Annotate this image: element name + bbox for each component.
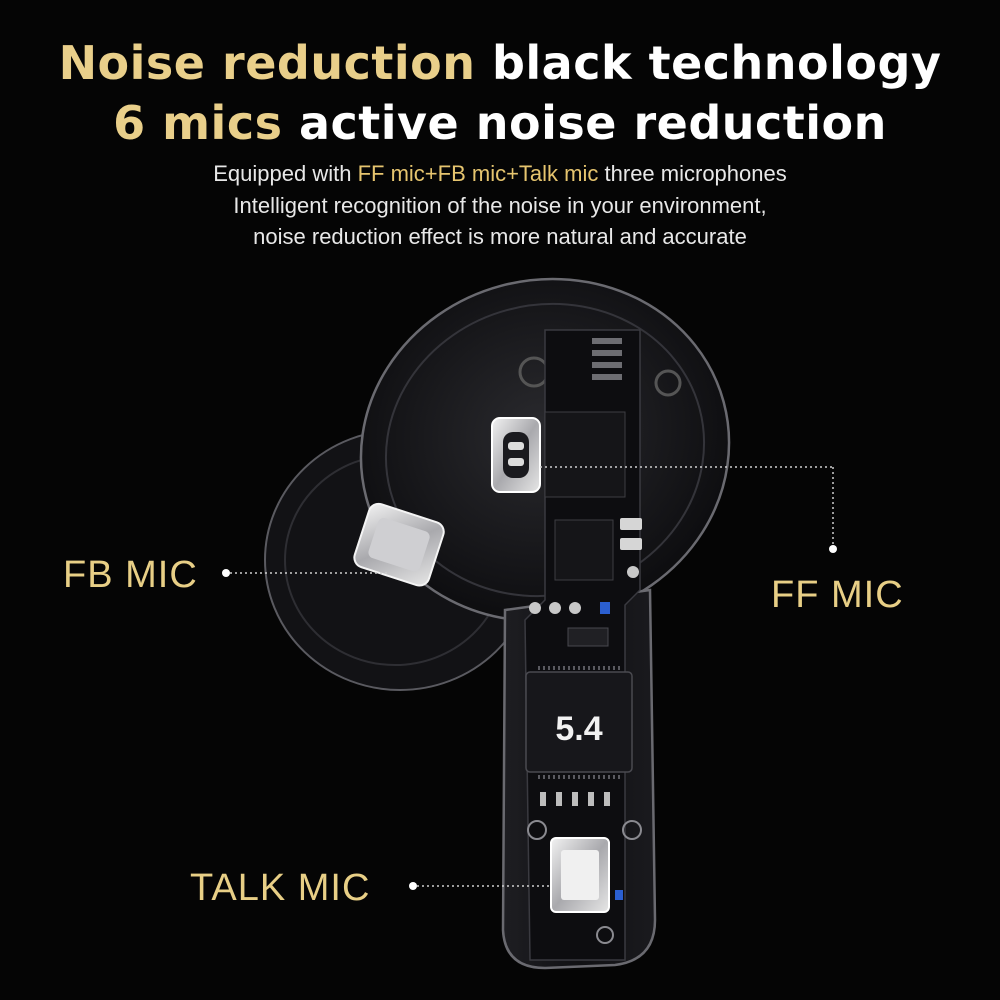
lower-components	[527, 792, 642, 944]
fb-mic-label: FB MIC	[63, 554, 198, 596]
fb-mic-callout-line	[222, 569, 390, 577]
headline-gold-text: 6 mics	[113, 96, 283, 150]
ff-mic-label: FF MIC	[771, 574, 904, 616]
description-text: three microphones	[604, 161, 787, 186]
chip-version-label: 5.4	[555, 710, 602, 748]
description-text: Equipped with	[213, 161, 352, 186]
description-line-3: noise reduction effect is more natural a…	[253, 224, 747, 249]
headline-line-1: Noise reduction black technology	[0, 40, 1000, 86]
headline-gold-text: Noise reduction	[58, 36, 476, 90]
talk-mic-callout-line	[409, 882, 551, 890]
headline-white-text: active noise reduction	[298, 96, 887, 150]
ff-mic-callout-line	[540, 466, 837, 553]
talk-mic-component	[550, 837, 610, 913]
description-line-1: Equipped with FF mic+FB mic+Talk mic thr…	[0, 163, 1000, 185]
circuit-board	[524, 329, 642, 961]
description-line-2: Intelligent recognition of the noise in …	[233, 193, 767, 218]
fb-mic-component	[353, 502, 445, 587]
headline-white-text: black technology	[491, 36, 942, 90]
description-mic-list: FF mic+FB mic+Talk mic	[357, 161, 599, 186]
headline-line-2: 6 mics active noise reduction	[0, 100, 1000, 146]
ff-mic-component	[491, 417, 541, 493]
bluetooth-chip: 5.4	[525, 666, 633, 779]
talk-mic-label: TALK MIC	[190, 867, 371, 909]
